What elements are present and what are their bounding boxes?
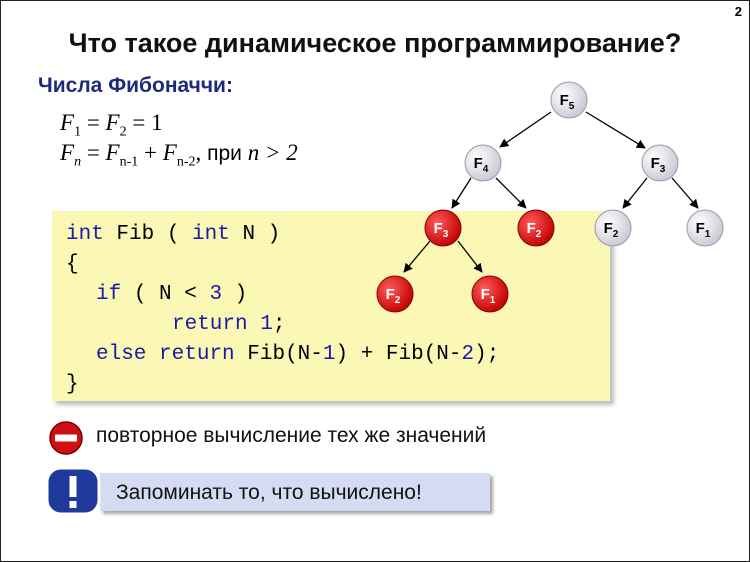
tree-node-label: F2: [527, 220, 542, 240]
exclamation-icon: [45, 466, 101, 516]
tree-edges: [403, 111, 699, 273]
code-line-1: int Fib ( int N ): [66, 223, 281, 246]
edge-f4-f2: [495, 177, 527, 209]
edge-f3-f2: [622, 177, 648, 209]
tree-node-label: F2: [604, 220, 619, 240]
code-block: int Fib ( int N ) { if ( N < 3 ) return …: [52, 211, 610, 401]
code-line-5: else return Fib(N-1) + Fib(N-2);: [96, 343, 500, 366]
page-number: 2: [734, 4, 742, 19]
slide-subtitle: Числа Фибоначчи:: [38, 74, 233, 97]
tree-node-label: F1: [696, 220, 711, 240]
tree-node-label: F1: [481, 286, 496, 306]
edge-f3-f2-bottom: [403, 240, 431, 273]
edge-f3-f1-bottom: [457, 240, 483, 273]
edge-f3-f1: [671, 177, 699, 209]
tree-node-label: F3: [434, 220, 449, 240]
memoization-note: Запоминать то, что вычислено!: [116, 481, 422, 504]
tree-node-f2-mid: F2: [517, 209, 555, 247]
tree-node-circle: [686, 209, 724, 247]
code-line-2: {: [66, 253, 79, 276]
formula-base-case: F1 = F2 = 1: [60, 110, 163, 140]
tree-node-circle: [517, 209, 555, 247]
tree-node-f5-root: F5: [550, 81, 588, 119]
tree-node-circle: [594, 209, 632, 247]
tree-node-circle: [424, 209, 462, 247]
tree-node-label: F5: [560, 92, 575, 112]
no-entry-icon: [49, 421, 83, 455]
code-line-3: if ( N < 3 ): [96, 283, 248, 306]
tree-node-circle: [464, 144, 502, 182]
tree-node-label: F2: [386, 286, 401, 306]
edge-f4-f3: [451, 177, 472, 209]
tree-node-label: F3: [651, 155, 666, 175]
tree-node-label: F4: [474, 155, 489, 175]
slide-title: Что такое динамическое программирование?: [68, 28, 682, 58]
tree-node-circle: [376, 275, 414, 313]
tree-node-f3-left: F3: [424, 209, 462, 247]
tree-node-f4: F4: [464, 144, 502, 182]
edge-f5-f4: [499, 111, 552, 148]
tree-node-f1-bottom: F1: [471, 275, 509, 313]
memoization-callout: [100, 473, 490, 511]
tree-node-circle: [471, 275, 509, 313]
tree-node-circle: [550, 81, 588, 119]
code-line-6: }: [66, 373, 79, 396]
tree-node-circle: [641, 144, 679, 182]
tree-node-f2-bottom: F2: [376, 275, 414, 313]
tree-node-f1-right: F1: [686, 209, 724, 247]
repeat-computation-note: повторное вычисление тех же значений: [96, 424, 487, 447]
code-line-4: return 1;: [172, 313, 286, 336]
edge-f5-f3: [585, 111, 646, 149]
formula-recurrence: Fn = Fn-1 + Fn-2, при n > 2: [60, 140, 298, 170]
tree-node-f2-right: F2: [594, 209, 632, 247]
tree-node-f3-right: F3: [641, 144, 679, 182]
